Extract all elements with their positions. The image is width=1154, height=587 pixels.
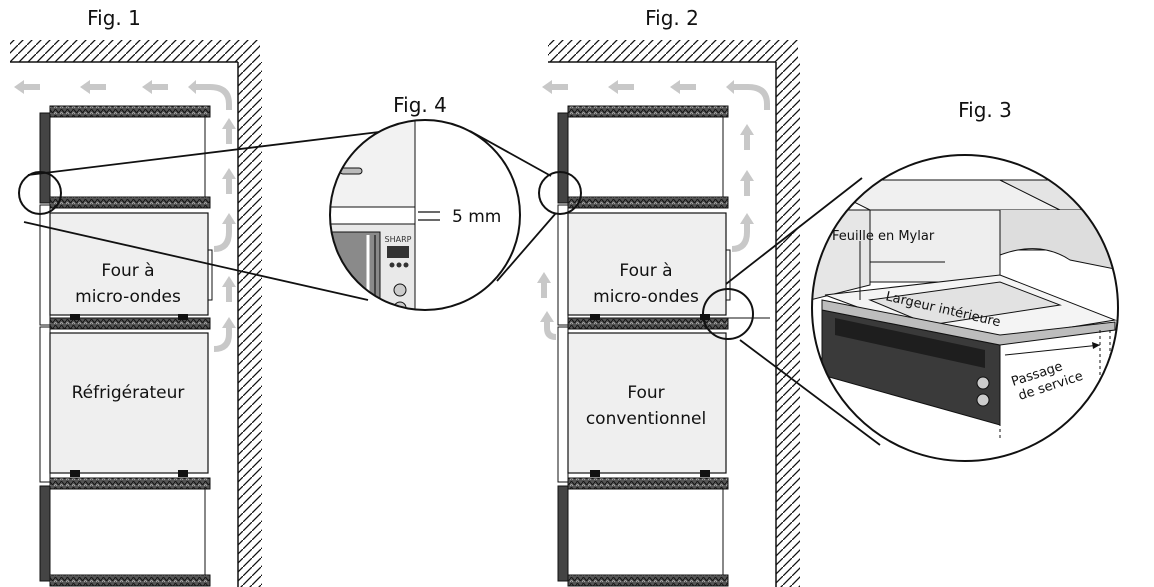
fig2-microwave-label-1: Four à xyxy=(619,261,672,281)
fig3-mylar-label: Feuille en Mylar xyxy=(832,229,935,244)
figure-1: Fig. 1 Four à micro-ond xyxy=(10,6,262,587)
fig1-side-4 xyxy=(39,485,51,582)
figure-2: Fig. 2 Four à micro-ondes xyxy=(537,6,800,587)
fig2-side-4 xyxy=(557,485,569,582)
fig1-side-2 xyxy=(39,204,51,326)
fig2-shelf-top xyxy=(567,105,729,118)
fig1-shelf-5 xyxy=(49,574,211,587)
fig2-shelf-4 xyxy=(567,477,729,490)
fig1-shelf-top xyxy=(49,105,211,118)
fig3-zoom-circle xyxy=(811,154,1119,462)
fig2-side-1 xyxy=(557,112,569,204)
fig1-title: Fig. 1 xyxy=(87,6,141,30)
fig1-shelf-2 xyxy=(49,196,211,209)
fig4-zoom-circle xyxy=(329,119,521,311)
fig1-ceiling xyxy=(10,40,260,63)
fig2-oven-label-2: conventionnel xyxy=(586,409,706,429)
fig1-fridge-label: Réfrigérateur xyxy=(72,383,185,403)
fig1-microwave-label-1: Four à xyxy=(101,261,154,281)
fig2-side-3 xyxy=(557,326,569,483)
fig2-detail-circle-bottom xyxy=(702,288,754,340)
fig2-microwave-label-2: micro-ondes xyxy=(593,287,699,307)
figure-4: Fig. 4 SHARP 5 m xyxy=(23,93,557,311)
fig2-shelf-5 xyxy=(567,574,729,587)
fig2-side-2 xyxy=(557,204,569,326)
fig4-brand-label: SHARP xyxy=(385,235,412,244)
figure-3: Fig. 3 xyxy=(725,98,1119,462)
fig2-oven: Four conventionnel xyxy=(567,332,727,477)
fig4-title: Fig. 4 xyxy=(393,93,447,117)
fig2-shelf-2 xyxy=(567,196,729,209)
fig1-fridge: Réfrigérateur xyxy=(49,332,209,477)
fig2-wall xyxy=(775,62,800,587)
fig2-detail-circle-top xyxy=(538,171,582,215)
fig1-microwave-label-2: micro-ondes xyxy=(75,287,181,307)
fig2-ceiling xyxy=(548,40,798,63)
fig1-shelf-4 xyxy=(49,477,211,490)
fig1-side-1 xyxy=(39,112,51,204)
fig2-airflow-arrows xyxy=(537,80,770,340)
fig1-side-3 xyxy=(39,326,51,483)
fig1-microwave: Four à micro-ondes xyxy=(49,212,213,320)
fig1-wall xyxy=(237,62,262,587)
fig2-microwave: Four à micro-ondes xyxy=(567,212,770,320)
fig3-title: Fig. 3 xyxy=(958,98,1012,122)
fig2-title: Fig. 2 xyxy=(645,6,699,30)
fig4-gap-label: 5 mm xyxy=(452,207,501,227)
fig1-airflow-arrows xyxy=(14,80,236,352)
fig1-detail-circle xyxy=(18,171,62,215)
fig2-oven-label-1: Four xyxy=(627,383,664,403)
